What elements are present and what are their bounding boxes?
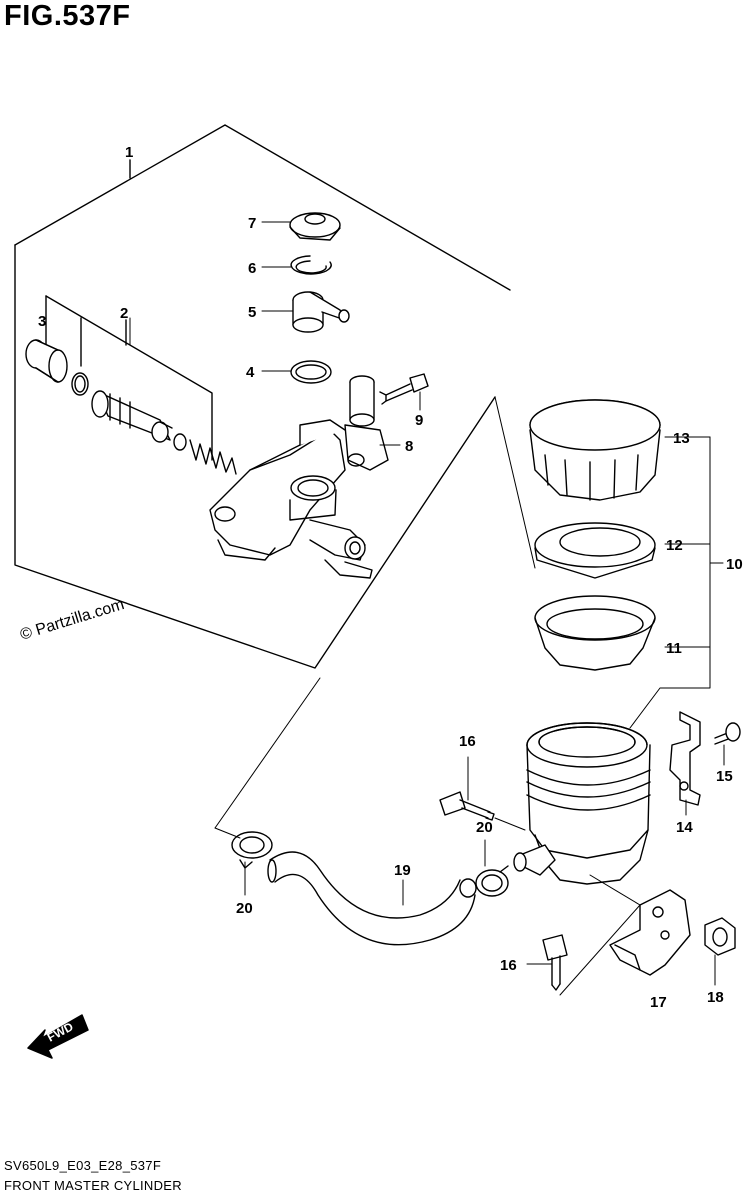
part-20-clip-right	[475, 865, 509, 897]
part-4-o-ring	[290, 360, 332, 384]
callout-20-right: 20	[476, 819, 493, 836]
callout-10: 10	[726, 556, 743, 573]
master-cylinder-body	[209, 419, 373, 579]
callout-6: 6	[248, 260, 256, 277]
callout-2: 2	[120, 305, 128, 322]
part-19-hose	[267, 851, 477, 946]
part-11-diaphragm	[534, 595, 656, 671]
callout-12: 12	[666, 537, 683, 554]
callout-9: 9	[415, 412, 423, 429]
part-5-connector	[292, 291, 350, 333]
callout-1: 1	[125, 144, 133, 161]
callout-7: 7	[248, 215, 256, 232]
part-8-fitting	[344, 375, 389, 471]
watermark-text: © Partzilla.com	[18, 596, 126, 644]
reservoir-body	[513, 722, 651, 885]
callout-16-lower: 16	[500, 957, 517, 974]
part-16-bolt-lower	[542, 934, 568, 991]
assembly-outline-1	[14, 124, 511, 669]
part-7-boot	[289, 212, 341, 241]
callout-4: 4	[246, 364, 255, 381]
part-17-clamp	[609, 889, 691, 976]
part-12-plate	[534, 522, 656, 579]
callout-11: 11	[666, 640, 682, 657]
callout-19: 19	[394, 862, 411, 879]
part-15-screw	[714, 722, 741, 745]
callout-5: 5	[248, 304, 256, 321]
part-spring	[189, 439, 237, 475]
part-6-circlip	[290, 255, 332, 275]
figure-title: FIG.537F	[4, 0, 131, 32]
callout-8: 8	[405, 438, 413, 455]
callout-13: 13	[673, 430, 690, 447]
callout-14: 14	[676, 819, 693, 836]
assembly-outline-2	[45, 295, 213, 461]
part-20-clip-left	[231, 831, 273, 869]
routing-lines	[214, 396, 641, 996]
fwd-arrow-icon: FWD	[27, 1014, 89, 1059]
part-circlip-small	[71, 372, 89, 396]
part-16-bolt-upper	[439, 791, 495, 821]
part-13-reservoir-cap	[529, 399, 661, 501]
callout-17: 17	[650, 994, 667, 1011]
part-9-bolt	[379, 373, 429, 405]
figure-name: FRONT MASTER CYLINDER	[4, 1178, 182, 1193]
part-2-piston	[91, 390, 187, 451]
leader-lines	[129, 221, 725, 986]
callout-16-upper: 16	[459, 733, 476, 750]
figure-code: SV650L9_E03_E28_537F	[4, 1158, 162, 1173]
part-18-nut	[704, 917, 736, 956]
callout-3: 3	[38, 313, 46, 330]
part-3-primary-cup	[25, 339, 68, 383]
callout-15: 15	[716, 768, 733, 785]
callout-20-left: 20	[236, 900, 253, 917]
part-14-bracket	[669, 711, 701, 806]
callout-18: 18	[707, 989, 724, 1006]
